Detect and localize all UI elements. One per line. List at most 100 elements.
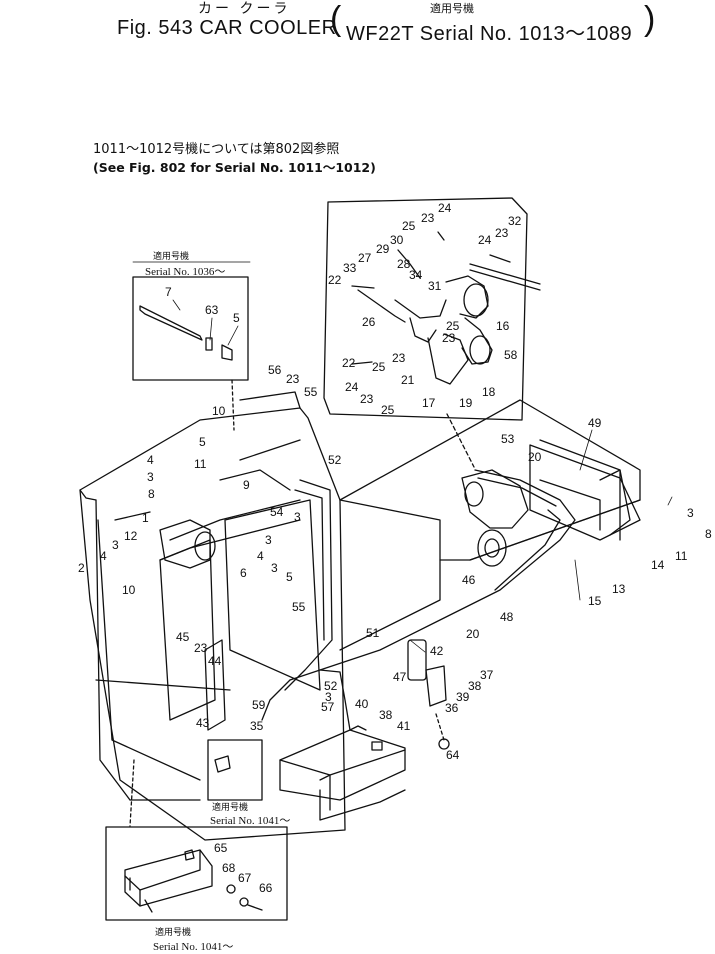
- callout: 10: [122, 583, 136, 597]
- callout: 20: [528, 450, 542, 464]
- callout: 31: [428, 279, 442, 293]
- callout: 48: [500, 610, 514, 624]
- inset-bottom-serial: Serial No. 1041～: [153, 941, 234, 953]
- callout: 54: [270, 505, 284, 519]
- serial-1041-inset: [105, 826, 288, 921]
- refrigerant-hoses: [159, 469, 576, 731]
- callout: 32: [508, 214, 522, 228]
- condenser-unit: [529, 444, 641, 541]
- callout: 57: [321, 700, 335, 714]
- callout: 43: [196, 716, 210, 730]
- callout: 4: [147, 453, 154, 467]
- callout: 23: [360, 392, 374, 406]
- callout: 18: [482, 385, 496, 399]
- callout: 55: [292, 600, 306, 614]
- callout: 64: [446, 748, 460, 762]
- callout: 4: [100, 549, 107, 563]
- callout: 52: [328, 453, 342, 467]
- batteries: [279, 725, 406, 821]
- callout: 20: [466, 627, 480, 641]
- callout: 25: [372, 360, 386, 374]
- callout: 23: [421, 211, 435, 225]
- callout: 23: [286, 372, 300, 386]
- callout: 33: [343, 261, 357, 275]
- leader-lines: [172, 299, 673, 653]
- engine-hood: [339, 399, 641, 651]
- callout: 11: [194, 457, 207, 471]
- callout: 59: [252, 698, 266, 712]
- compressor-detail-inset: [323, 197, 541, 468]
- callout: 63: [205, 303, 219, 317]
- callout: 23: [442, 331, 456, 345]
- callout: 3: [687, 506, 694, 520]
- inset-top-left-applicable: 適用号機: [153, 252, 190, 262]
- inset-bottom-applicable: 適用号機: [155, 928, 192, 938]
- callout: 4: [257, 549, 264, 563]
- inset-mid-serial: Serial No. 1041～: [210, 815, 291, 827]
- callout: 39: [456, 690, 470, 704]
- callout: 44: [208, 654, 222, 668]
- callout: 14: [651, 558, 665, 572]
- callout: 35: [250, 719, 264, 733]
- right-paren: ): [644, 0, 656, 38]
- callout: 42: [430, 644, 444, 658]
- callout: 19: [459, 396, 473, 410]
- callout: 22: [342, 356, 356, 370]
- callout: 3: [147, 470, 154, 484]
- title-japanese: カー クーラ: [198, 1, 291, 17]
- callout: 29: [376, 242, 390, 256]
- callout: 16: [496, 319, 510, 333]
- callout: 5: [233, 311, 240, 325]
- callout: 65: [214, 841, 228, 855]
- callout: 3: [325, 690, 332, 704]
- callout: 24: [345, 380, 359, 394]
- applicable-label-japanese: 適用号機: [430, 2, 474, 15]
- callout: 17: [422, 396, 436, 410]
- compressor: [461, 469, 529, 567]
- callout: 11: [675, 549, 688, 563]
- callout: 37: [480, 668, 494, 682]
- callout: 3: [294, 510, 301, 524]
- callout: 67: [238, 871, 252, 885]
- callout: 22: [328, 273, 342, 287]
- callout: 26: [362, 315, 376, 329]
- callout: 3: [112, 538, 119, 552]
- callout: 7: [165, 285, 172, 299]
- callout: 27: [358, 251, 372, 265]
- callout: 46: [462, 573, 476, 587]
- callout: 58: [504, 348, 518, 362]
- callout: 24: [438, 201, 452, 215]
- callout: 49: [588, 416, 602, 430]
- callout: 40: [355, 697, 369, 711]
- inset-top-left-serial: Serial No. 1036～: [145, 266, 226, 278]
- receiver-dryer: [407, 639, 450, 750]
- callout: 24: [478, 233, 492, 247]
- callout: 25: [402, 219, 416, 233]
- callout: 36: [445, 701, 459, 715]
- cab-outline: [79, 391, 346, 841]
- note-japanese: 1011～1012号機については第802図参照: [93, 142, 340, 157]
- inset-mid-applicable: 適用号機: [212, 803, 249, 813]
- callout: 30: [390, 233, 404, 247]
- callout: 41: [397, 719, 411, 733]
- callout: 38: [468, 679, 482, 693]
- serial-range: WF22T Serial No. 1013～1089: [346, 23, 633, 45]
- callout: 5: [199, 435, 206, 449]
- callout: 51: [366, 626, 380, 640]
- note-english: (See Fig. 802 for Serial No. 1011～1012): [93, 160, 376, 175]
- callout: 25: [446, 319, 460, 333]
- callout: 66: [259, 881, 273, 895]
- callout: 47: [393, 670, 407, 684]
- callout: 68: [222, 861, 236, 875]
- callout: 3: [265, 533, 272, 547]
- callout: 25: [381, 403, 395, 417]
- callout: 23: [495, 226, 509, 240]
- callout: 15: [588, 594, 602, 608]
- callout: 2: [78, 561, 85, 575]
- callout: 56: [268, 363, 282, 377]
- relay-box: [207, 739, 263, 801]
- callout: 23: [194, 641, 208, 655]
- callout: 34: [409, 268, 423, 282]
- callout: 45: [176, 630, 190, 644]
- serial-1036-inset: [132, 261, 251, 431]
